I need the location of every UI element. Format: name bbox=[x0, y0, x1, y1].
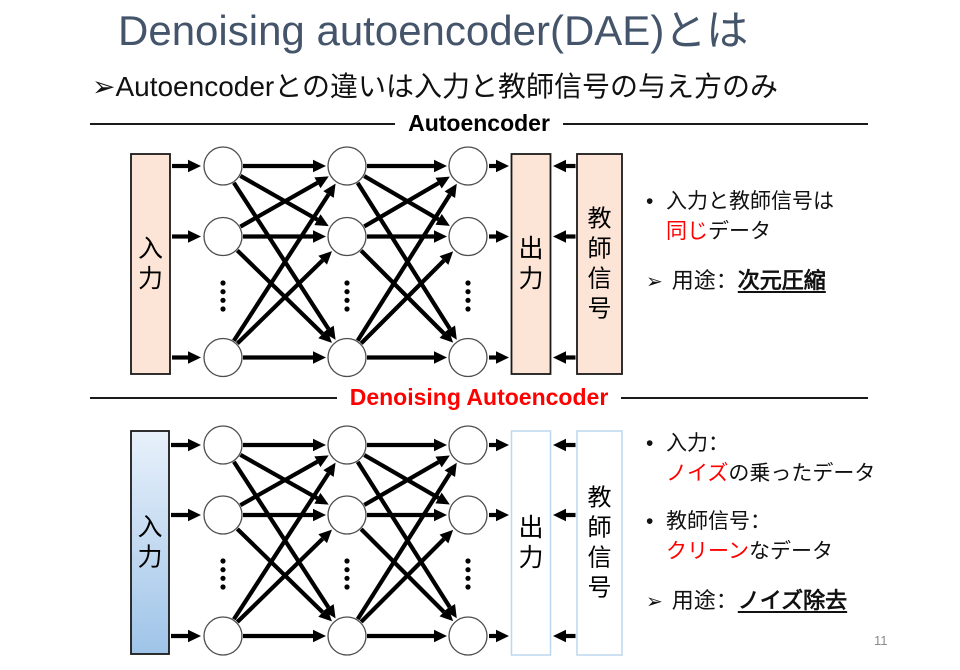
slide-title: Denoising autoencoder(DAE)とは bbox=[118, 7, 749, 54]
arrowhead-icon: ➢ bbox=[646, 271, 663, 293]
note-text-red: ノイズ bbox=[666, 462, 729, 485]
note-bullet-group: • 入力と教師信号は 同じ データ bbox=[646, 187, 952, 247]
svg-text:教: 教 bbox=[588, 485, 612, 512]
note-text-red: 同じ bbox=[666, 220, 708, 243]
note-text: なデータ bbox=[748, 540, 833, 563]
usage-label: 用途： bbox=[671, 268, 738, 293]
svg-text:信: 信 bbox=[588, 545, 612, 572]
usage-line: ➢ 用途：ノイズ除去 bbox=[646, 585, 952, 618]
note-text-red: クリーン bbox=[666, 540, 749, 563]
svg-text:力: 力 bbox=[518, 265, 543, 293]
autoencoder-notes: • 入力と教師信号は 同じ データ ➢ 用途：次元圧縮 bbox=[646, 187, 952, 298]
svg-text:号: 号 bbox=[588, 296, 612, 323]
section-header-label: Autoencoder bbox=[408, 110, 550, 136]
bullet-icon: • bbox=[646, 510, 654, 533]
section-header-denoising-autoencoder: Denoising Autoencoder bbox=[90, 384, 868, 411]
svg-text:入: 入 bbox=[137, 514, 162, 542]
bullet-icon: • bbox=[646, 432, 654, 455]
divider-line-right bbox=[562, 122, 868, 125]
svg-text:力: 力 bbox=[138, 265, 163, 293]
svg-text:号: 号 bbox=[588, 575, 612, 602]
section-header-label: Denoising Autoencoder bbox=[349, 384, 609, 410]
note-text: 入力： bbox=[666, 432, 729, 455]
usage-line: ➢ 用途：次元圧縮 bbox=[646, 265, 952, 298]
page-number: 11 bbox=[874, 633, 888, 648]
bullet-icon: • bbox=[646, 190, 654, 213]
usage-value: 次元圧縮 bbox=[737, 268, 826, 293]
divider-line-left bbox=[90, 396, 337, 399]
usage-label: 用途： bbox=[671, 588, 738, 613]
denoising-autoencoder-notes: • 入力： ノイズ の乗ったデータ • 教師信号： クリーン なデータ ➢ 用途… bbox=[646, 429, 952, 618]
note-text: の乗ったデータ bbox=[728, 462, 876, 485]
usage-value: ノイズ除去 bbox=[737, 588, 848, 613]
svg-text:師: 師 bbox=[588, 515, 612, 542]
svg-text:師: 師 bbox=[588, 236, 612, 263]
svg-text:信: 信 bbox=[588, 266, 612, 293]
note-bullet-group: • 入力： ノイズ の乗ったデータ bbox=[646, 429, 952, 489]
note-bullet-group: • 教師信号： クリーン なデータ bbox=[646, 507, 952, 567]
note-text: データ bbox=[708, 220, 771, 243]
section-header-autoencoder: Autoencoder bbox=[90, 110, 868, 137]
note-text: 入力と教師信号は bbox=[666, 190, 834, 213]
svg-text:教: 教 bbox=[588, 206, 612, 233]
arrowhead-icon: ➢ bbox=[646, 591, 663, 613]
divider-line-right bbox=[621, 396, 868, 399]
note-text: 教師信号： bbox=[666, 510, 771, 533]
svg-text:出: 出 bbox=[518, 514, 543, 542]
svg-text:入: 入 bbox=[138, 235, 163, 263]
slide-subtitle: ➢Autoencoderとの違いは入力と教師信号の与え方のみ bbox=[92, 71, 778, 102]
svg-text:力: 力 bbox=[518, 544, 543, 572]
divider-line-left bbox=[90, 122, 396, 125]
svg-text:力: 力 bbox=[137, 544, 162, 572]
svg-text:出: 出 bbox=[518, 235, 543, 263]
